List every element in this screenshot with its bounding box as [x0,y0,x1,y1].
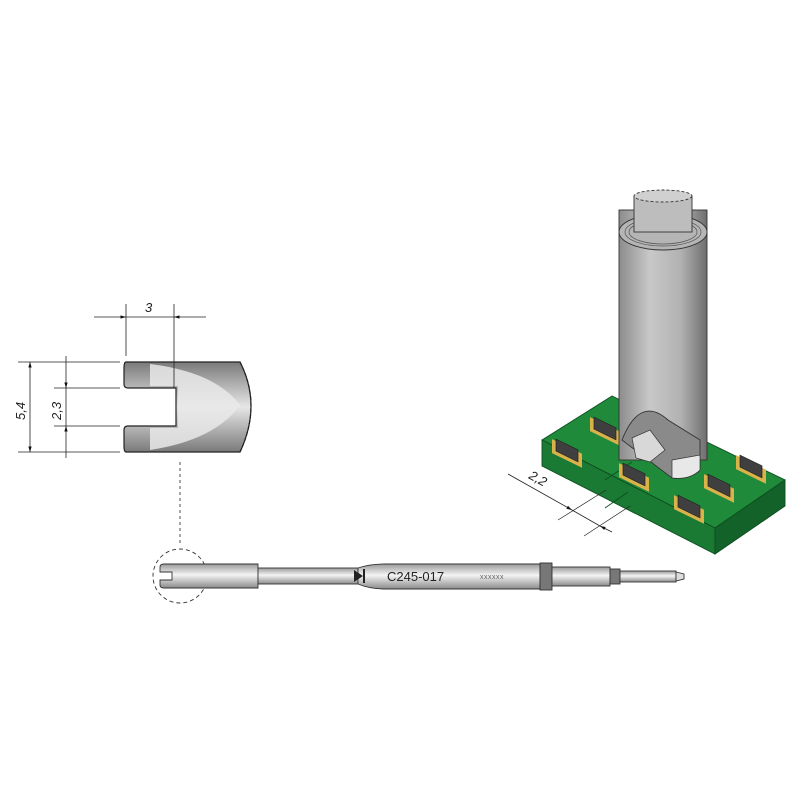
tip-side-view: C245-017 xxxxxx [152,548,685,604]
serial-placeholder: xxxxxx [480,574,504,581]
outer-height-dimension-label: 5,4 [13,402,28,420]
polarity-marker-icon [354,570,363,582]
detail-view: 3 5,4 2,3 [13,300,252,546]
width-dimension-label: 3 [145,300,153,315]
application-view: 2,2 [507,189,786,555]
slot-height-dimension-label: 2,3 [49,401,64,421]
tip-cylinder [618,189,708,479]
part-number-label: C245-017 [387,569,444,584]
